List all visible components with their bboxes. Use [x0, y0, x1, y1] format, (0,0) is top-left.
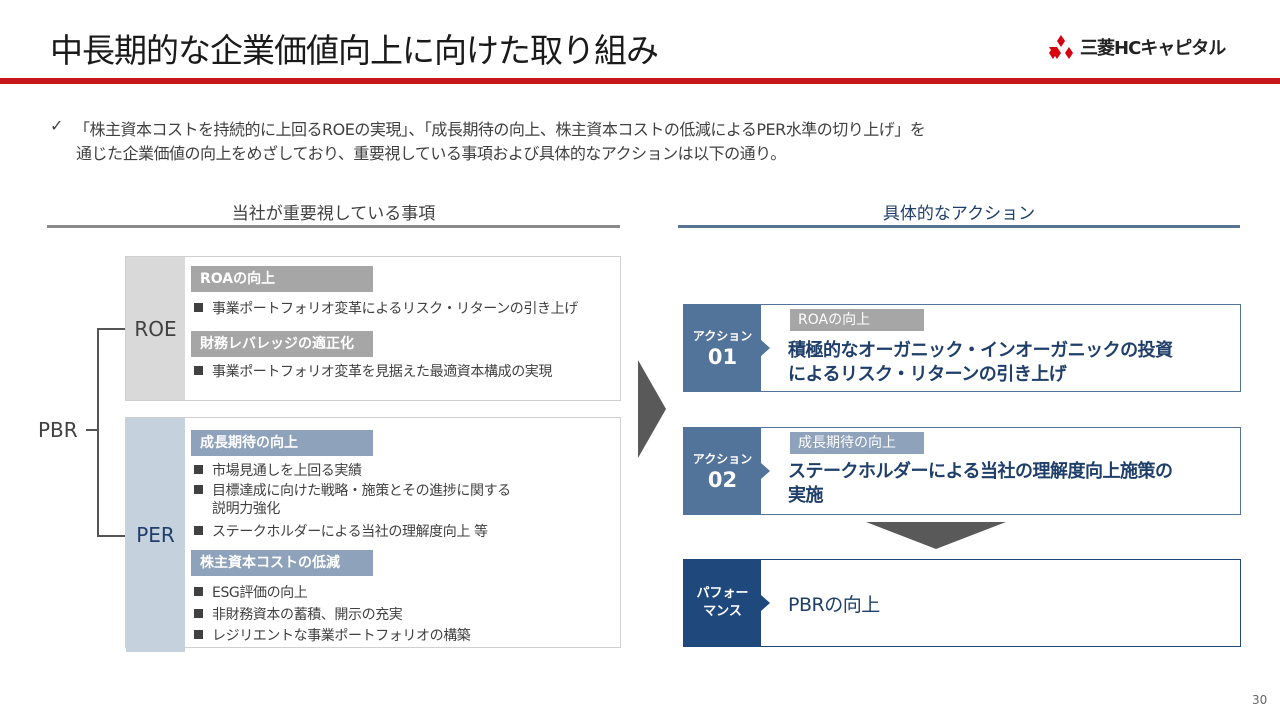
page-title: 中長期的な企業価値向上に向けた取り組み — [50, 31, 659, 70]
roe-box: ROE ROAの向上 事業ポートフォリオ変革によるリスク・リターンの引き上げ 財… — [125, 256, 621, 401]
intro-line-1: 「株主資本コストを持続的に上回るROEの実現」、「成長期待の向上、株主資本コスト… — [74, 120, 926, 139]
action-01-tag: ROAの向上 — [790, 309, 924, 331]
square-bullet-icon — [194, 485, 203, 494]
pointer-icon — [761, 595, 770, 611]
action-01-text-1: 積極的なオーガニック・インオーガニックの投資 — [788, 340, 1173, 361]
pointer-icon — [761, 340, 770, 356]
performance-card: パフォー マンス PBRの向上 — [683, 559, 1241, 647]
left-heading-rule — [47, 225, 620, 228]
list-item: 非財務資本の蓄積、開示の充実 — [194, 604, 403, 624]
action-01-card: アクション 01 ROAの向上 積極的なオーガニック・インオーガニックの投資 に… — [683, 304, 1241, 392]
list-item: 市場見通しを上回る実績 — [194, 460, 362, 480]
tree-connector — [97, 328, 125, 330]
list-item: レジリエントな事業ポートフォリオの構築 — [194, 625, 471, 645]
list-item: 事業ポートフォリオ変革を見据えた最適資本構成の実現 — [194, 361, 552, 381]
roe-tag-roa: ROAの向上 — [191, 266, 373, 292]
performance-badge: パフォー マンス — [684, 560, 770, 646]
square-bullet-icon — [194, 526, 203, 535]
per-tag-growth: 成長期待の向上 — [191, 430, 373, 456]
pbr-label: PBR — [38, 418, 78, 442]
company-logo: 三菱HCキャピタル — [1048, 34, 1226, 60]
down-arrow-icon — [866, 522, 1006, 549]
right-heading: 具体的なアクション — [882, 204, 1036, 224]
header-divider — [0, 78, 1280, 84]
right-arrow-icon — [638, 360, 666, 458]
per-tag-cost: 株主資本コストの低減 — [191, 550, 373, 576]
list-item: ESG評価の向上 — [194, 582, 308, 602]
tree-connector — [97, 535, 125, 537]
tree-connector — [86, 429, 98, 431]
square-bullet-icon — [194, 465, 203, 474]
tree-connector — [97, 328, 99, 536]
square-bullet-icon — [194, 303, 203, 312]
right-heading-rule — [678, 225, 1240, 228]
intro-line-2: 通じた企業価値の向上をめざしており、重要視している事項および具体的なアクションは… — [76, 144, 786, 163]
action-02-badge: アクション 02 — [684, 428, 770, 514]
square-bullet-icon — [194, 609, 203, 618]
list-item: 事業ポートフォリオ変革によるリスク・リターンの引き上げ — [194, 298, 578, 318]
pointer-icon — [761, 463, 770, 479]
list-item: ステークホルダーによる当社の理解度向上 等 — [194, 521, 488, 541]
logo-text: 三菱HCキャピタル — [1080, 38, 1226, 59]
action-01-text-2: によるリスク・リターンの引き上げ — [788, 364, 1067, 385]
list-item: 目標達成に向けた戦略・施策とその進捗に関する — [194, 480, 511, 500]
action-01-badge: アクション 01 — [684, 305, 770, 391]
per-label: PER — [126, 418, 185, 652]
action-02-text-2: 実施 — [788, 485, 824, 506]
roe-label: ROE — [126, 257, 185, 400]
square-bullet-icon — [194, 366, 203, 375]
check-icon: ✓ — [50, 116, 63, 135]
action-02-tag: 成長期待の向上 — [790, 432, 924, 454]
roe-tag-leverage: 財務レバレッジの適正化 — [191, 331, 373, 357]
action-02-card: アクション 02 成長期待の向上 ステークホルダーによる当社の理解度向上施策の … — [683, 427, 1241, 515]
left-heading: 当社が重要視している事項 — [231, 204, 436, 224]
list-item-continuation: 説明力強化 — [212, 501, 280, 517]
per-box: PER 成長期待の向上 市場見通しを上回る実績 目標達成に向けた戦略・施策とその… — [125, 417, 621, 652]
square-bullet-icon — [194, 587, 203, 596]
three-diamonds-icon — [1049, 35, 1073, 59]
square-bullet-icon — [194, 630, 203, 639]
action-02-text-1: ステークホルダーによる当社の理解度向上施策の — [788, 461, 1173, 482]
performance-text: PBRの向上 — [788, 594, 880, 616]
page-number: 30 — [1252, 693, 1268, 707]
